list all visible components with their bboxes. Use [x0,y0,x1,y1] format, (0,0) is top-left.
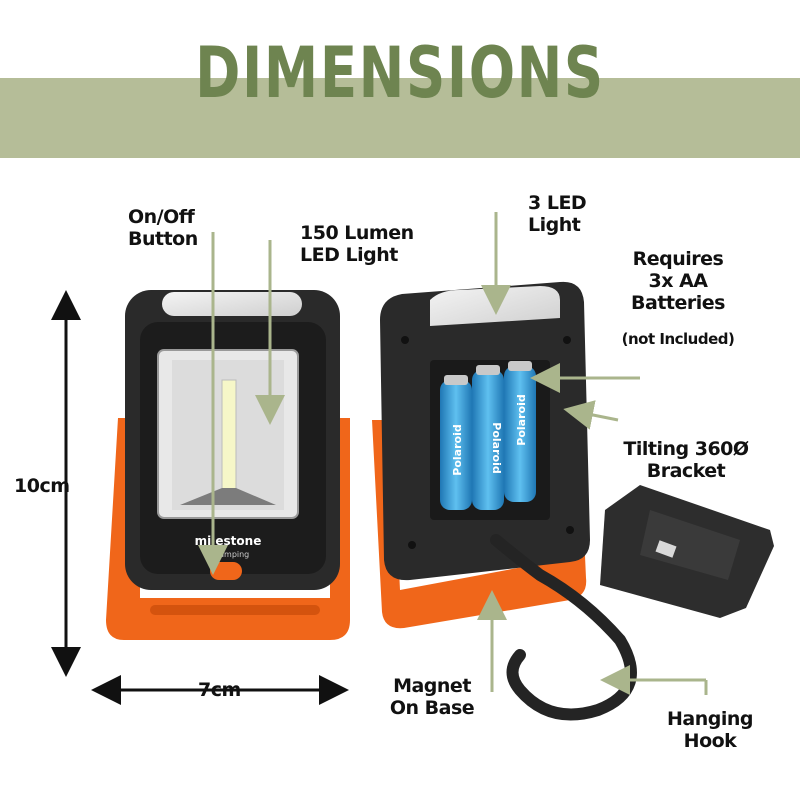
brand-logo: milestone [195,534,262,548]
bracket-plate [600,485,774,618]
label-tilting-bracket: Tilting 360Ø Bracket [623,438,749,482]
battery-3: Polaroid [504,361,536,502]
battery-label-2: Polaroid [490,422,503,473]
label-hanging-hook: Hanging Hook [667,708,754,752]
label-led-light: 3 LED Light [528,192,587,236]
page-title: DIMENSIONS [195,32,605,114]
brand-sub: camping [215,550,250,559]
front-light: milestone camping [106,290,350,640]
battery-1: Polaroid [440,375,472,510]
label-requires-batteries: Requires 3x AA Batteries [631,248,725,314]
label-lumen-light: 150 Lumen LED Light [300,222,414,266]
on-off-button [210,562,242,580]
label-on-off-button: On/Off Button [128,206,198,250]
battery-label-3: Polaroid [515,394,528,445]
label-not-included: (not Included) [621,330,735,348]
back-light: Polaroid Polaroid Polaroid [372,281,637,721]
battery-label-1: Polaroid [451,424,464,475]
pointer-bracket [563,400,619,430]
title-banner [0,78,800,158]
label-magnet: Magnet On Base [389,675,475,719]
battery-2: Polaroid [472,365,504,510]
